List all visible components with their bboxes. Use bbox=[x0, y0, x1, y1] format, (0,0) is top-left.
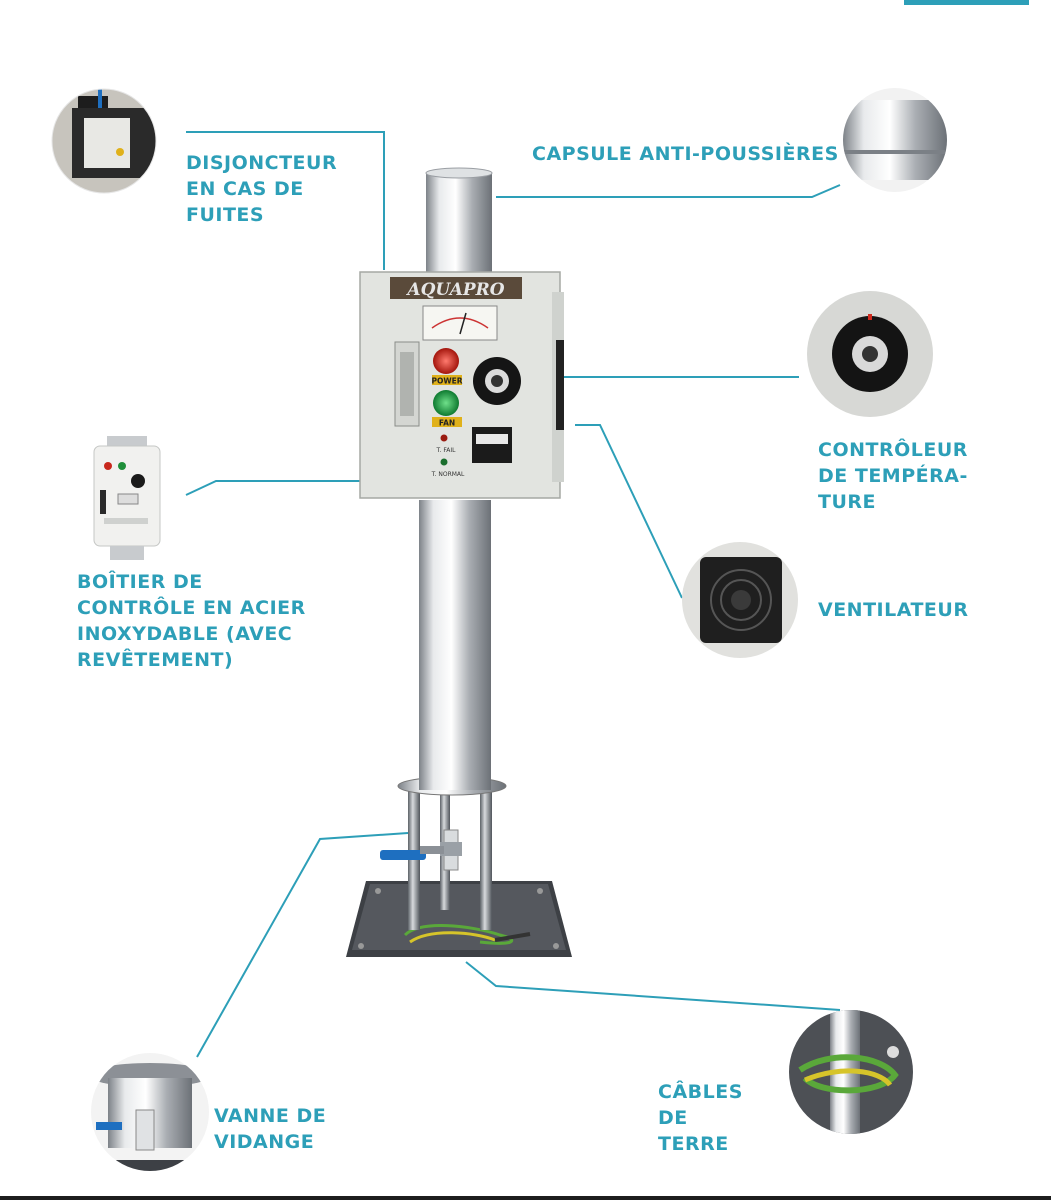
fan-label: FAN bbox=[439, 419, 455, 428]
hour-counter bbox=[472, 427, 512, 463]
label-ventilateur: VENTILATEUR bbox=[818, 597, 968, 623]
photo-capsule bbox=[843, 88, 947, 192]
label-line: TERRE bbox=[658, 1133, 729, 1155]
label-controleur: CONTRÔLEUR DE TEMPÉRA- TURE bbox=[818, 437, 968, 515]
label-line: CÂBLES bbox=[658, 1081, 743, 1103]
label-line: FUITES bbox=[186, 204, 265, 226]
fan-lamp bbox=[433, 390, 459, 416]
leader-capsule bbox=[496, 184, 841, 198]
label-boitier: BOÎTIER DE CONTRÔLE EN ACIER INOXYDABLE … bbox=[77, 569, 306, 673]
uv-sterilizer: AQUAPRO POWER FAN T. FAIL T. NORMAL bbox=[346, 167, 572, 957]
photo-breaker bbox=[52, 89, 156, 193]
leader-ventilateur bbox=[575, 424, 683, 599]
leader-vanne bbox=[196, 832, 409, 1058]
label-line: CONTRÔLE EN ACIER bbox=[77, 597, 306, 619]
label-line: REVÊTEMENT) bbox=[77, 649, 234, 671]
drain-valve bbox=[380, 829, 462, 871]
main-tube bbox=[419, 500, 491, 790]
label-cables: CÂBLES DE TERRE bbox=[658, 1079, 743, 1157]
ground-cables bbox=[403, 924, 531, 945]
photo-ground-cables bbox=[789, 1010, 913, 1134]
label-line: VANNE DE bbox=[214, 1105, 327, 1127]
led-label-fail: T. FAIL bbox=[436, 447, 457, 454]
label-line: INOXYDABLE (AVEC bbox=[77, 623, 293, 645]
label-line: EN CAS DE bbox=[186, 178, 304, 200]
photo-control-box bbox=[93, 436, 161, 560]
label-line: VIDANGE bbox=[214, 1131, 315, 1153]
label-line: VENTILATEUR bbox=[818, 599, 969, 621]
power-lamp bbox=[433, 348, 459, 374]
leader-boitier bbox=[185, 480, 375, 496]
label-line: CAPSULE ANTI-POUSSIÈRES bbox=[532, 143, 839, 165]
label-disjoncteur: DISJONCTEUR EN CAS DE FUITES bbox=[186, 150, 337, 228]
label-line: TURE bbox=[818, 491, 876, 513]
label-line: DE bbox=[658, 1107, 688, 1129]
leader-cables bbox=[465, 961, 841, 1011]
brand-logo: AQUAPRO bbox=[405, 280, 504, 300]
label-vanne: VANNE DE VIDANGE bbox=[214, 1103, 326, 1155]
power-label: POWER bbox=[431, 377, 462, 386]
control-box: AQUAPRO POWER FAN T. FAIL T. NORMAL bbox=[359, 271, 564, 499]
accent-bar bbox=[904, 0, 1029, 5]
label-line: DISJONCTEUR bbox=[186, 152, 338, 174]
label-line: DE TEMPÉRA- bbox=[818, 465, 968, 487]
leader-disjoncteur bbox=[186, 131, 385, 270]
leader-lines bbox=[185, 131, 841, 1058]
label-capsule: CAPSULE ANTI-POUSSIÈRES bbox=[532, 141, 839, 167]
dust-cap bbox=[426, 172, 492, 276]
led-label-normal: T. NORMAL bbox=[431, 471, 465, 478]
photo-valve bbox=[91, 1053, 209, 1171]
bottom-divider bbox=[0, 1196, 1051, 1200]
photo-fan bbox=[682, 542, 798, 658]
label-line: CONTRÔLEUR bbox=[818, 439, 968, 461]
photo-thermostat bbox=[807, 291, 933, 417]
label-line: BOÎTIER DE bbox=[77, 571, 203, 593]
